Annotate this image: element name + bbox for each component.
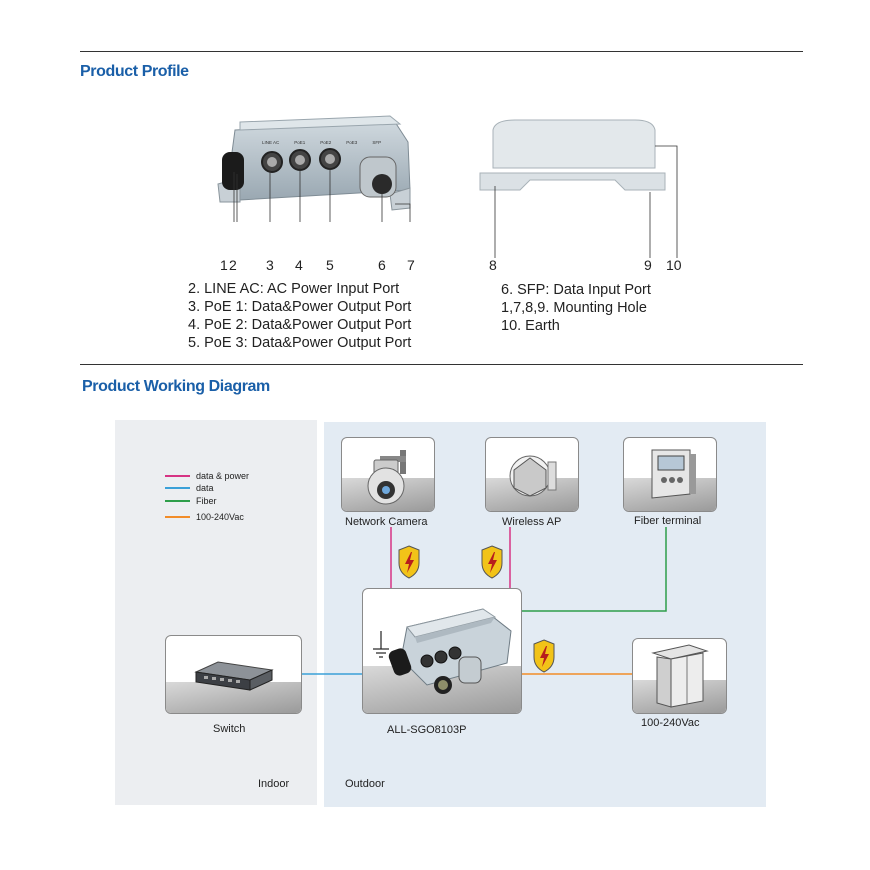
earth-symbol bbox=[373, 631, 389, 658]
switch-icon bbox=[194, 661, 274, 691]
fiber-terminal-card bbox=[623, 437, 717, 512]
desc-poe1: 3. PoE 1: Data&Power Output Port bbox=[188, 299, 412, 315]
device-front-photo bbox=[217, 115, 411, 222]
wireless-ap-label: Wireless AP bbox=[502, 516, 562, 528]
line-ac-connector bbox=[222, 152, 244, 190]
device-back-photo bbox=[479, 119, 678, 258]
legend-data-power: data & power bbox=[165, 471, 249, 481]
desc-mounting: 1,7,8,9. Mounting Hole bbox=[501, 300, 647, 316]
main-device-label: ALL-SGO8103P bbox=[387, 724, 467, 736]
surge-protector-icon-power bbox=[533, 639, 555, 673]
power-supply-label: 100-240Vac bbox=[641, 717, 700, 729]
surge-protector-icon-ap bbox=[481, 545, 503, 579]
fiber-terminal-icon bbox=[651, 449, 696, 499]
callout-8: 8 bbox=[489, 257, 497, 273]
port-descriptions-left: 2. LINE AC: AC Power Input Port 3. PoE 1… bbox=[188, 280, 411, 352]
front-port-labels: LINE AC PoE1 PoE2 PoE3 SFP bbox=[262, 140, 382, 145]
callout-5: 5 bbox=[326, 257, 334, 273]
callout-4: 4 bbox=[295, 257, 303, 273]
legend-fiber: Fiber bbox=[165, 496, 217, 506]
fiber-terminal-label: Fiber terminal bbox=[634, 515, 702, 527]
middle-rule bbox=[80, 364, 803, 365]
network-camera-card bbox=[341, 437, 435, 512]
desc-sfp: 6. SFP: Data Input Port bbox=[501, 282, 651, 298]
legend-power: 100-240Vac bbox=[165, 512, 244, 522]
profile-heading: Product Profile bbox=[80, 63, 189, 80]
switch-label: Switch bbox=[213, 723, 246, 735]
desc-line-ac: 2. LINE AC: AC Power Input Port bbox=[188, 281, 400, 297]
desc-poe2: 4. PoE 2: Data&Power Output Port bbox=[188, 317, 412, 333]
network-camera-label: Network Camera bbox=[345, 516, 428, 528]
callout-1: 1 bbox=[220, 257, 228, 273]
callout-7: 7 bbox=[407, 257, 415, 273]
port-descriptions-right: 6. SFP: Data Input Port 1,7,8,9. Mountin… bbox=[501, 281, 651, 335]
fiber-link bbox=[521, 527, 667, 612]
power-cabinet-icon bbox=[651, 644, 709, 708]
callout-10: 10 bbox=[666, 257, 682, 273]
top-rule bbox=[80, 51, 803, 52]
sfp-connector bbox=[359, 156, 397, 198]
wireless-ap-icon bbox=[509, 455, 557, 497]
camera-icon bbox=[367, 450, 406, 505]
callout-9: 9 bbox=[644, 257, 652, 273]
callout-2: 2 bbox=[229, 257, 237, 273]
indoor-zone bbox=[115, 420, 317, 805]
diagram-heading: Product Working Diagram bbox=[82, 378, 270, 395]
legend-data: data bbox=[165, 483, 214, 493]
outdoor-label: Outdoor bbox=[345, 778, 385, 790]
wireless-ap-card bbox=[485, 437, 579, 512]
indoor-label: Indoor bbox=[258, 778, 290, 790]
desc-earth: 10. Earth bbox=[501, 318, 560, 334]
callout-3: 3 bbox=[266, 257, 274, 273]
surge-protector-icon-camera bbox=[398, 545, 420, 579]
callout-6: 6 bbox=[378, 257, 386, 273]
device-icon bbox=[388, 608, 512, 694]
power-supply-card bbox=[632, 638, 727, 714]
main-device-card bbox=[362, 588, 522, 714]
desc-poe3: 5. PoE 3: Data&Power Output Port bbox=[188, 335, 412, 351]
switch-card bbox=[165, 635, 302, 714]
